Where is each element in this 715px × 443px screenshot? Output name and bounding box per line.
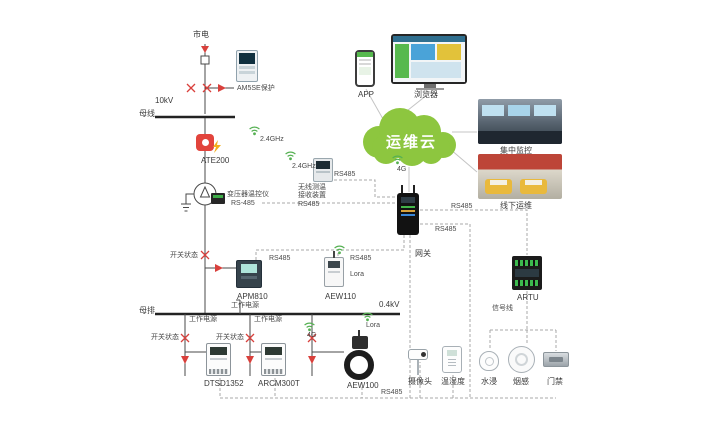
apm810-label: APM810	[237, 292, 268, 301]
water-sensor-label: 水浸	[481, 377, 497, 386]
mains-label: 市电	[193, 30, 209, 39]
aew100-label: AEW100	[347, 381, 379, 390]
rs485-right-label-2: RS485	[435, 226, 457, 233]
dtsd1352-meter-icon	[206, 343, 231, 376]
protection-label: AM5SE保护	[237, 85, 275, 92]
incoming-switch-status-label: 开关状态	[170, 252, 198, 259]
ate200-sensor-icon	[196, 134, 214, 151]
camera-label: 摄像头	[408, 377, 432, 386]
temp-humidity-label: 温湿度	[441, 377, 465, 386]
wireless-signal-icon	[362, 312, 373, 322]
app-label: APP	[358, 90, 375, 99]
wireless-signal-icon	[285, 151, 296, 161]
aew110-label: AEW110	[325, 292, 356, 301]
bus-top-label: 母线	[139, 109, 155, 118]
camera-pole	[417, 360, 419, 375]
bottom-bus-label: RS485	[381, 389, 403, 396]
feeder2-uplink-label: 4G	[307, 332, 317, 339]
aew110-bus-label: RS485	[350, 255, 372, 262]
lv-voltage-label: 0.4kV	[379, 300, 400, 309]
offline-ops-label: 线下运维	[500, 201, 532, 210]
protection-relay-icon	[236, 50, 258, 82]
aew110-radio-label: Lora	[350, 271, 365, 278]
smoke-detector-label: 烟感	[513, 377, 529, 386]
wireless-receiver-label: 无线测温 接收装置 RS485	[298, 184, 326, 209]
comm-lines	[219, 179, 557, 399]
water-sensor-icon	[479, 351, 499, 371]
dtsd1352-label: DTSD1352	[204, 379, 244, 388]
central-monitoring-label: 集中监控	[500, 146, 532, 155]
aew100-box-icon	[352, 330, 368, 349]
aew100-ct-ring-icon	[344, 350, 374, 380]
artu-icon	[512, 256, 542, 290]
incoming-aux-power-label: 工作电源	[231, 302, 259, 309]
wireless-signal-icon	[304, 322, 315, 332]
aew110-icon	[324, 251, 344, 287]
wireless-signal-icon	[334, 245, 345, 255]
receiver-label-line2: 接收装置	[298, 192, 326, 200]
bus-bottom-label: 母排	[139, 306, 155, 315]
central-monitoring-photo	[478, 99, 562, 144]
gateway-uplink-label: 4G	[397, 166, 407, 173]
transformer-controller-icon	[211, 193, 225, 204]
freq-label-b: 2.4GHz	[292, 163, 316, 170]
signal-line-label: 信号线	[492, 305, 513, 312]
temp-humidity-sensor-icon	[442, 346, 462, 373]
browser-label: 浏览器	[414, 90, 438, 99]
feeder1-power-label: 工作电源	[189, 316, 217, 323]
wireless-signal-icon	[249, 126, 260, 136]
wireless-signal-icon	[392, 155, 403, 165]
smoke-detector-icon	[508, 346, 535, 373]
freq-label-a: 2.4GHz	[260, 136, 284, 143]
gateway-icon	[397, 185, 419, 235]
aew100-radio-label: Lora	[366, 322, 381, 329]
transformer-controller-bus-label: RS-485	[231, 200, 255, 207]
receiver-label-line1: 无线测温	[298, 184, 326, 191]
apm810-bus-label: RS485	[269, 255, 291, 262]
arcm300t-meter-icon	[261, 343, 286, 376]
feeder1-switch-status-label: 开关状态	[151, 334, 179, 341]
breaker-symbols	[180, 46, 317, 364]
artu-label: ARTU	[517, 293, 539, 302]
offline-ops-photo	[478, 154, 562, 199]
browser-monitor-icon	[391, 34, 467, 84]
arcm300t-label: ARCM300T	[258, 379, 300, 388]
transformer-controller-label: 变压器温控仪	[227, 191, 269, 198]
rs485-right-label-1: RS485	[451, 203, 473, 210]
lightning-icon	[213, 140, 221, 153]
door-access-label: 门禁	[547, 377, 563, 386]
monitor-stand	[424, 84, 436, 88]
wireless-receiver-icon	[313, 158, 333, 182]
feeder2-power-label: 工作电源	[254, 316, 282, 323]
hv-voltage-label: 10kV	[155, 96, 174, 105]
feeder2-switch-status-label: 开关状态	[216, 334, 244, 341]
receiver-label-line3: RS485	[298, 200, 320, 208]
apm810-meter-icon	[236, 260, 262, 288]
cloud-icon	[363, 108, 456, 166]
app-phone-icon	[355, 50, 375, 87]
cloud-label: 运维云	[386, 134, 438, 151]
gateway-label: 网关	[415, 249, 431, 258]
camera-icon	[408, 349, 428, 360]
receiver-bus-label: RS485	[334, 171, 356, 178]
ate200-label: ATE200	[201, 156, 230, 165]
door-access-icon	[543, 352, 569, 367]
monitor-base	[416, 88, 444, 90]
